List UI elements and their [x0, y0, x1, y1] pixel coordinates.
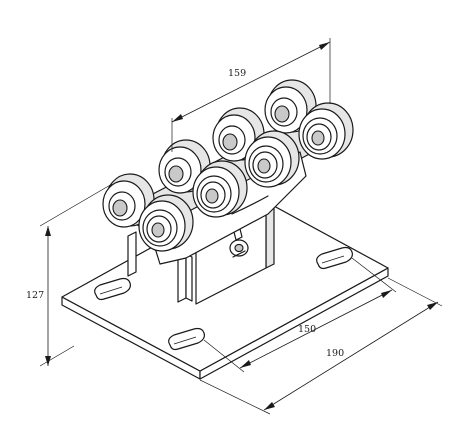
dimension-top-width-label: 159 [228, 68, 246, 79]
rear-rollers [102, 79, 317, 228]
front-roller-3 [244, 130, 300, 188]
base-slot-front [168, 327, 205, 351]
front-roller-1 [138, 194, 194, 252]
front-roller-2 [192, 160, 248, 218]
base-slot-right [316, 246, 353, 270]
dimension-base-inner-label: 150 [298, 324, 316, 335]
dimension-base-outer: 190 [199, 277, 443, 415]
dimension-base-outer-label: 190 [326, 348, 344, 359]
dimension-top-width: 159 [171, 38, 331, 152]
front-roller-4 [298, 102, 354, 160]
front-rollers [138, 102, 354, 252]
bracket-bolt [229, 228, 249, 258]
dimension-base-inner: 150 [203, 257, 397, 373]
dimension-height: 127 [26, 183, 113, 367]
dimension-height-label: 127 [26, 290, 44, 301]
base-slot-left [94, 277, 131, 301]
